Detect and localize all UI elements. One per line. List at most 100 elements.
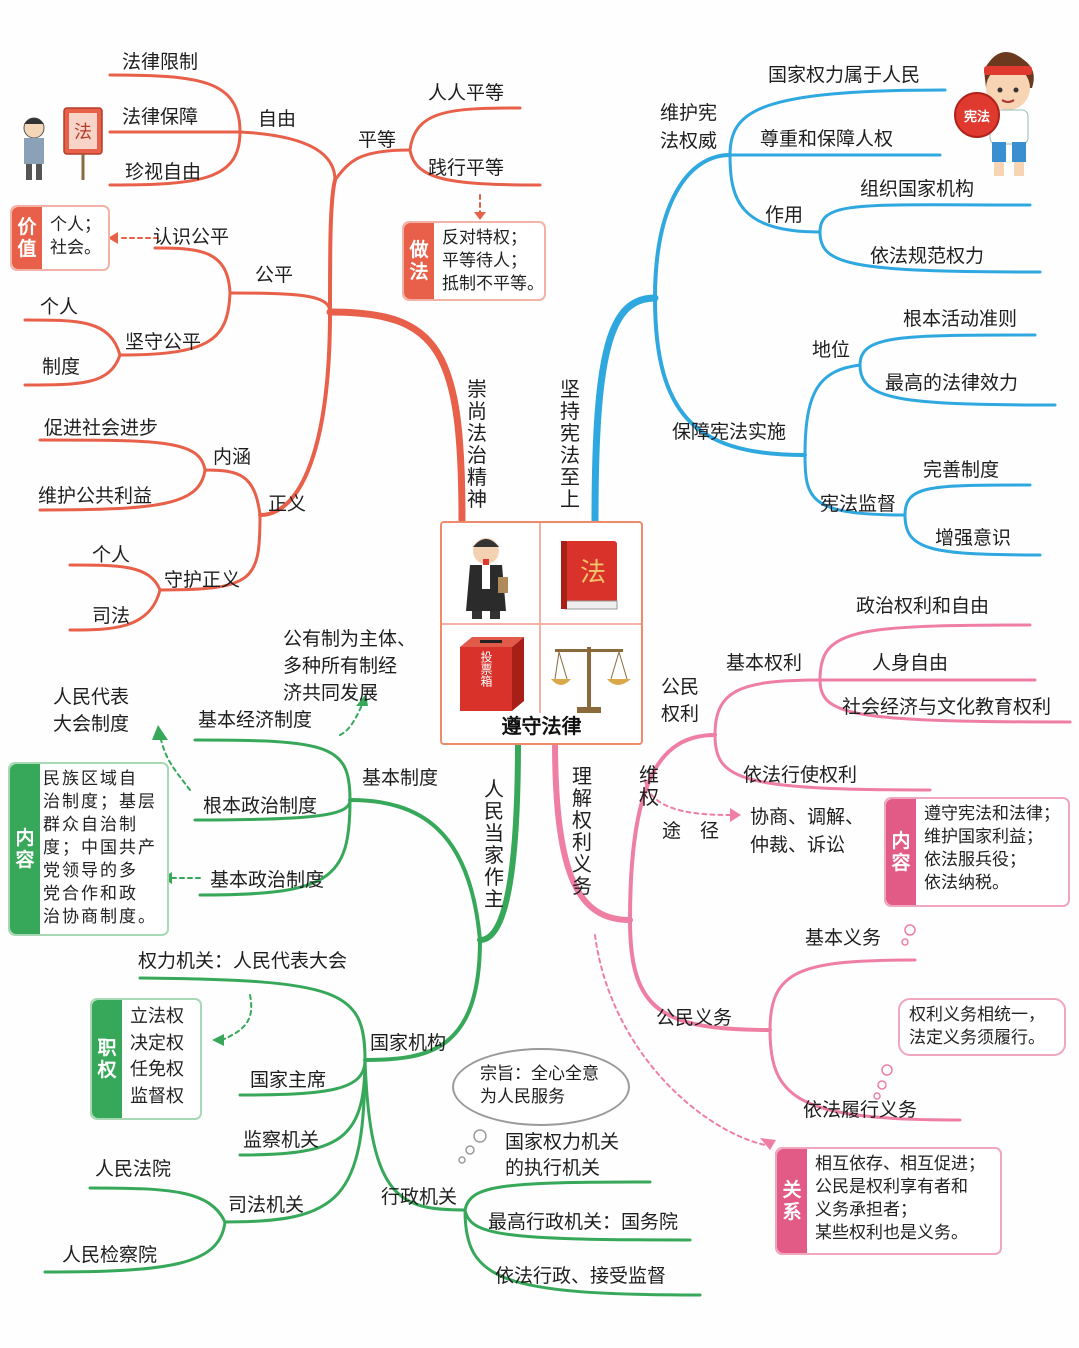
economic-note-line-1: 公有制为主体、 [283, 628, 417, 650]
rights-label-line-1: 公民 [661, 676, 700, 698]
admin-supervision: 依法行政、接受监督 [495, 1265, 667, 1287]
equality-box-line: 抵制不平等。 [442, 274, 544, 294]
organs-judicial: 司法机关 [228, 1194, 305, 1216]
defend-way-label: 途 径 [662, 820, 720, 842]
fairness-uphold-system: 制度 [42, 356, 81, 378]
central-topic-title: 遵守法律 [501, 714, 582, 738]
equality-node: 平等 [358, 129, 397, 151]
duty-content-line: 依法纳税。 [924, 873, 1009, 893]
defend-label: 维权 [639, 763, 659, 809]
law-book-illustration: 法 [561, 541, 618, 610]
duties-note-line: 法定义务须履行。 [909, 1028, 1045, 1048]
organs-supervisory: 监察机关 [243, 1129, 320, 1151]
justice-guard-individual: 个人 [92, 544, 131, 566]
ballot-box-text: 投票箱 [479, 650, 493, 687]
justice-meaning-public: 维护公共利益 [38, 485, 153, 507]
authority-label-line-2: 法权威 [660, 130, 718, 152]
equality-box-line: 反对特权； [442, 228, 527, 248]
red-trunk-line [326, 308, 466, 525]
duty-content-line: 维护国家利益； [924, 827, 1043, 847]
organs-admin: 行政机关 [381, 1186, 458, 1208]
scales-illustration [551, 647, 631, 713]
npc-powers-box: 职权 立法权 决定权 任免权 监督权 [90, 998, 202, 1120]
duty-content-line: 遵守宪法和法律； [924, 804, 1060, 824]
npc-power-line: 任免权 [130, 1059, 184, 1080]
function-item-organize: 组织国家机构 [860, 178, 975, 200]
political-system-line: 党合作和政 [43, 884, 138, 904]
relation-box: 关系 相互依存、相互促进； 公民是权利享有者和 义务承担者； 某些权利也是义务。 [775, 1147, 1002, 1255]
duties-note-line: 权利义务相统一， [909, 1005, 1045, 1025]
fairness-uphold: 坚守公平 [125, 331, 202, 353]
function-item-regulate: 依法规范权力 [870, 245, 985, 267]
organs-power-organ: 权力机关：人民代表大会 [138, 950, 348, 972]
justice-meaning: 内涵 [213, 446, 252, 468]
rights-label-line-2: 权利 [661, 703, 700, 725]
judicial-court: 人民法院 [95, 1158, 172, 1180]
duty-content-line: 依法服兵役； [924, 850, 1026, 870]
relation-line: 某些权利也是义务。 [815, 1223, 968, 1243]
equality-box-line: 平等待人； [442, 251, 527, 271]
system-fundamental-political: 根本政治制度 [203, 795, 318, 817]
supervise-item-system: 完善制度 [923, 459, 1000, 481]
economic-note-line-3: 济共同发展 [283, 682, 379, 704]
supervise-item-awareness: 增强意识 [935, 527, 1012, 549]
fairness-node: 公平 [255, 264, 294, 286]
political-system-line: 群众自治制 [43, 815, 138, 835]
rights-basic: 基本权利 [726, 652, 803, 674]
npc-power-line: 决定权 [130, 1032, 184, 1054]
duties-perform: 依法履行义务 [803, 1099, 918, 1121]
system-node: 基本制度 [362, 767, 439, 789]
political-system-content-tag: 内容 [10, 764, 40, 934]
organs-president: 国家主席 [250, 1069, 327, 1091]
status-item-supreme-effect: 最高的法律效力 [885, 372, 1019, 394]
authority-item-people: 国家权力属于人民 [768, 64, 921, 86]
blue-trunk-label: 坚持宪法至上 [560, 377, 580, 511]
law-sign-text: 法 [74, 122, 92, 143]
fairness-recognize: 认识公平 [153, 226, 230, 248]
purpose-cloud [452, 1048, 630, 1126]
equality-practice-box: 做法 反对特权； 平等待人； 抵制不平等。 [402, 221, 546, 301]
justice-node: 正义 [268, 493, 307, 515]
law-book-text: 法 [580, 558, 606, 588]
pink-trunk-label: 理解权利义务 [572, 764, 592, 898]
equality-item-all: 人人平等 [428, 82, 505, 104]
political-system-line: 治协商制度。 [43, 907, 157, 927]
political-system-line: 度；中国共产 [43, 838, 157, 858]
basic-right-socioeconomic: 社会经济与文化教育权利 [842, 696, 1052, 718]
green-trunk-label: 人民当家作主 [484, 777, 504, 911]
npc-power-line: 监督权 [130, 1085, 184, 1107]
relation-line: 相互依存、相互促进； [815, 1154, 985, 1174]
npc-powers-tag: 职权 [92, 1000, 122, 1118]
justice-guard-judiciary: 司法 [92, 605, 131, 627]
npc-note-line-2: 大会制度 [53, 713, 130, 735]
judge-illustration [466, 538, 508, 619]
freedom-item-cherish: 珍视自由 [125, 161, 202, 183]
admin-state-council: 最高行政机关：国务院 [488, 1211, 679, 1233]
defend-methods-line-2: 仲裁、诉讼 [750, 834, 846, 856]
admin-executive-line-2: 的执行机关 [505, 1157, 601, 1179]
status-item-basic-rule: 根本活动准则 [903, 308, 1018, 330]
authority-item-rights: 尊重和保障人权 [760, 128, 894, 150]
rights-exercise: 依法行使权利 [743, 764, 858, 786]
fairness-value-box: 价值 个人； 社会。 [10, 205, 110, 271]
relation-tag: 关系 [777, 1149, 807, 1253]
duties-note-bubble: 权利义务相统一， 法定义务须履行。 [898, 998, 1066, 1056]
fairness-box-line: 个人； [50, 215, 101, 235]
purpose-line-1: 宗旨：全心全意 [480, 1064, 599, 1084]
fairness-box-tag: 价值 [12, 207, 42, 269]
duty-content-tag: 内容 [886, 799, 916, 905]
political-system-content-box: 内容 民族区域自 治制度；基层 群众自治制 度；中国共产 党领导的多 党合作和政… [8, 762, 169, 936]
freedom-item-limit: 法律限制 [122, 51, 199, 73]
npc-power-line: 立法权 [130, 1006, 184, 1027]
purpose-line-2: 为人民服务 [480, 1087, 565, 1107]
freedom-item-protect: 法律保障 [122, 106, 199, 128]
relation-line: 公民是权利享有者和 [815, 1177, 968, 1197]
constitution-badge-text: 宪法 [964, 109, 990, 125]
authority-function: 作用 [765, 204, 804, 226]
political-system-line: 民族区域自 [43, 769, 138, 789]
basic-right-personal: 人身自由 [872, 652, 949, 674]
boy-with-constitution-illustration: 宪法 [954, 52, 1034, 176]
equality-box-tag: 做法 [404, 223, 434, 299]
